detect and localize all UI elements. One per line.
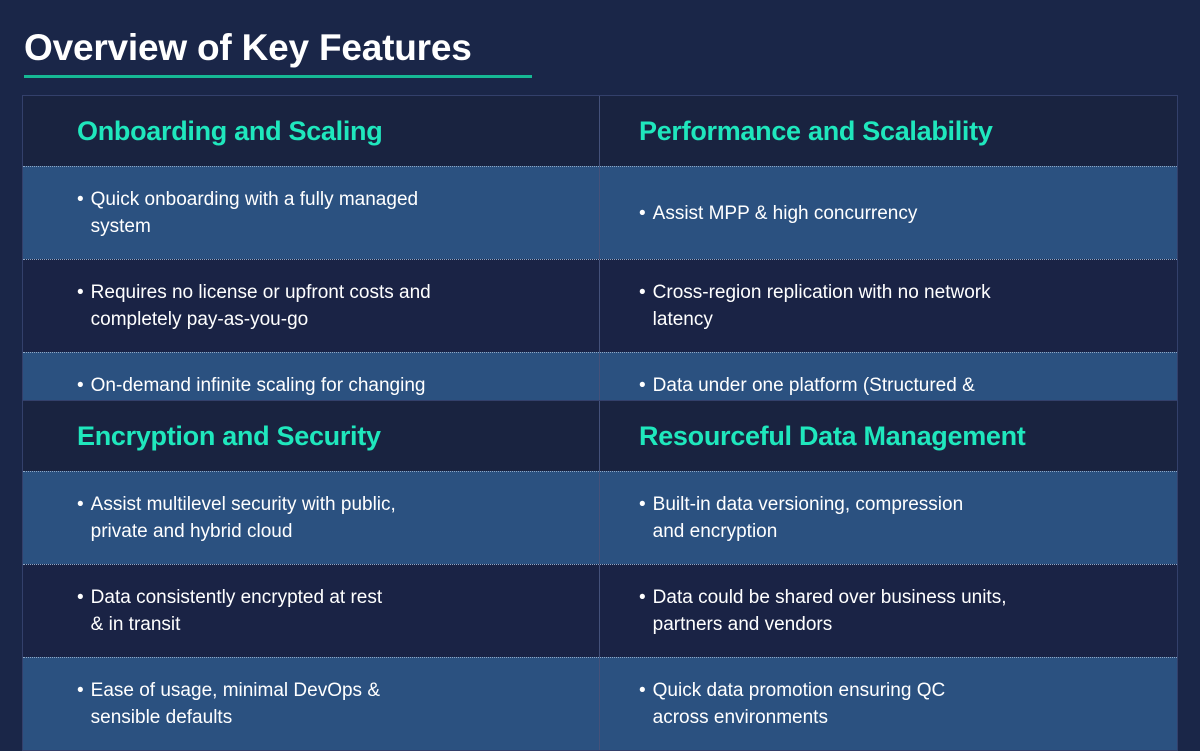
bullet-cell: • Quick data promotion ensuring QC acros… bbox=[600, 658, 1177, 750]
table-row: • Data consistently encrypted at rest & … bbox=[23, 564, 1177, 657]
bullet-icon: • bbox=[77, 587, 84, 608]
table-row: • Assist multilevel security with public… bbox=[23, 471, 1177, 564]
bullet-icon: • bbox=[639, 282, 646, 303]
bullet-cell: • Assist MPP & high concurrency bbox=[600, 167, 1177, 259]
bullet-icon: • bbox=[639, 494, 646, 515]
bullet-cell: • Built-in data versioning, compression … bbox=[600, 472, 1177, 564]
bullet-text: Data could be shared over business units… bbox=[652, 587, 1007, 635]
section-title-performance: Performance and Scalability bbox=[639, 116, 993, 146]
bullet-text: Quick data promotion ensuring QC across … bbox=[652, 680, 946, 728]
bullet-icon: • bbox=[639, 680, 646, 701]
slide-canvas: Overview of Key Features Onboarding and … bbox=[22, 26, 1178, 751]
bullet-cell: • Data consistently encrypted at rest & … bbox=[23, 565, 600, 657]
header-cell-onboarding: Onboarding and Scaling bbox=[23, 96, 600, 166]
header-cell-encryption: Encryption and Security bbox=[23, 401, 600, 471]
bullet-icon: • bbox=[77, 282, 84, 303]
bullet-text: Data consistently encrypted at rest & in… bbox=[90, 587, 383, 635]
bullet-icon: • bbox=[77, 189, 84, 210]
section-title-encryption: Encryption and Security bbox=[77, 421, 381, 451]
title-block: Overview of Key Features bbox=[24, 26, 584, 78]
feature-table-bottom: Encryption and Security Resourceful Data… bbox=[22, 400, 1178, 751]
title-underline bbox=[24, 75, 532, 78]
table-row: • Quick onboarding with a fully managed … bbox=[23, 166, 1177, 259]
bullet-text: Cross-region replication with no network… bbox=[652, 282, 991, 330]
bullet-cell: • Assist multilevel security with public… bbox=[23, 472, 600, 564]
bullet-text: Assist multilevel security with public, … bbox=[90, 494, 396, 542]
feature-table-top: Onboarding and Scaling Performance and S… bbox=[22, 95, 1178, 446]
bullet-icon: • bbox=[77, 375, 84, 396]
bullet-text: Quick onboarding with a fully managed sy… bbox=[90, 189, 419, 237]
bullet-icon: • bbox=[639, 202, 646, 224]
bullet-cell: • Data could be shared over business uni… bbox=[600, 565, 1177, 657]
page-title: Overview of Key Features bbox=[24, 27, 472, 68]
header-cell-data-management: Resourceful Data Management bbox=[600, 401, 1177, 471]
bullet-cell: • Requires no license or upfront costs a… bbox=[23, 260, 600, 352]
table-row: • Ease of usage, minimal DevOps & sensib… bbox=[23, 657, 1177, 750]
table-header-row: Encryption and Security Resourceful Data… bbox=[23, 401, 1177, 471]
section-title-onboarding: Onboarding and Scaling bbox=[77, 116, 383, 146]
bullet-text: Assist MPP & high concurrency bbox=[652, 202, 918, 224]
bullet-text: Requires no license or upfront costs and… bbox=[90, 282, 431, 330]
bullet-text: Ease of usage, minimal DevOps & sensible… bbox=[90, 680, 381, 728]
bullet-cell: • Quick onboarding with a fully managed … bbox=[23, 167, 600, 259]
bullet-icon: • bbox=[639, 587, 646, 608]
bullet-icon: • bbox=[639, 375, 646, 396]
table-header-row: Onboarding and Scaling Performance and S… bbox=[23, 96, 1177, 166]
bullet-text: Built-in data versioning, compression an… bbox=[652, 494, 964, 542]
bullet-icon: • bbox=[77, 680, 84, 701]
bullet-icon: • bbox=[77, 494, 84, 515]
header-cell-performance: Performance and Scalability bbox=[600, 96, 1177, 166]
section-title-data-management: Resourceful Data Management bbox=[639, 421, 1026, 451]
bullet-cell: • Ease of usage, minimal DevOps & sensib… bbox=[23, 658, 600, 750]
table-row: • Requires no license or upfront costs a… bbox=[23, 259, 1177, 352]
bullet-cell: • Cross-region replication with no netwo… bbox=[600, 260, 1177, 352]
